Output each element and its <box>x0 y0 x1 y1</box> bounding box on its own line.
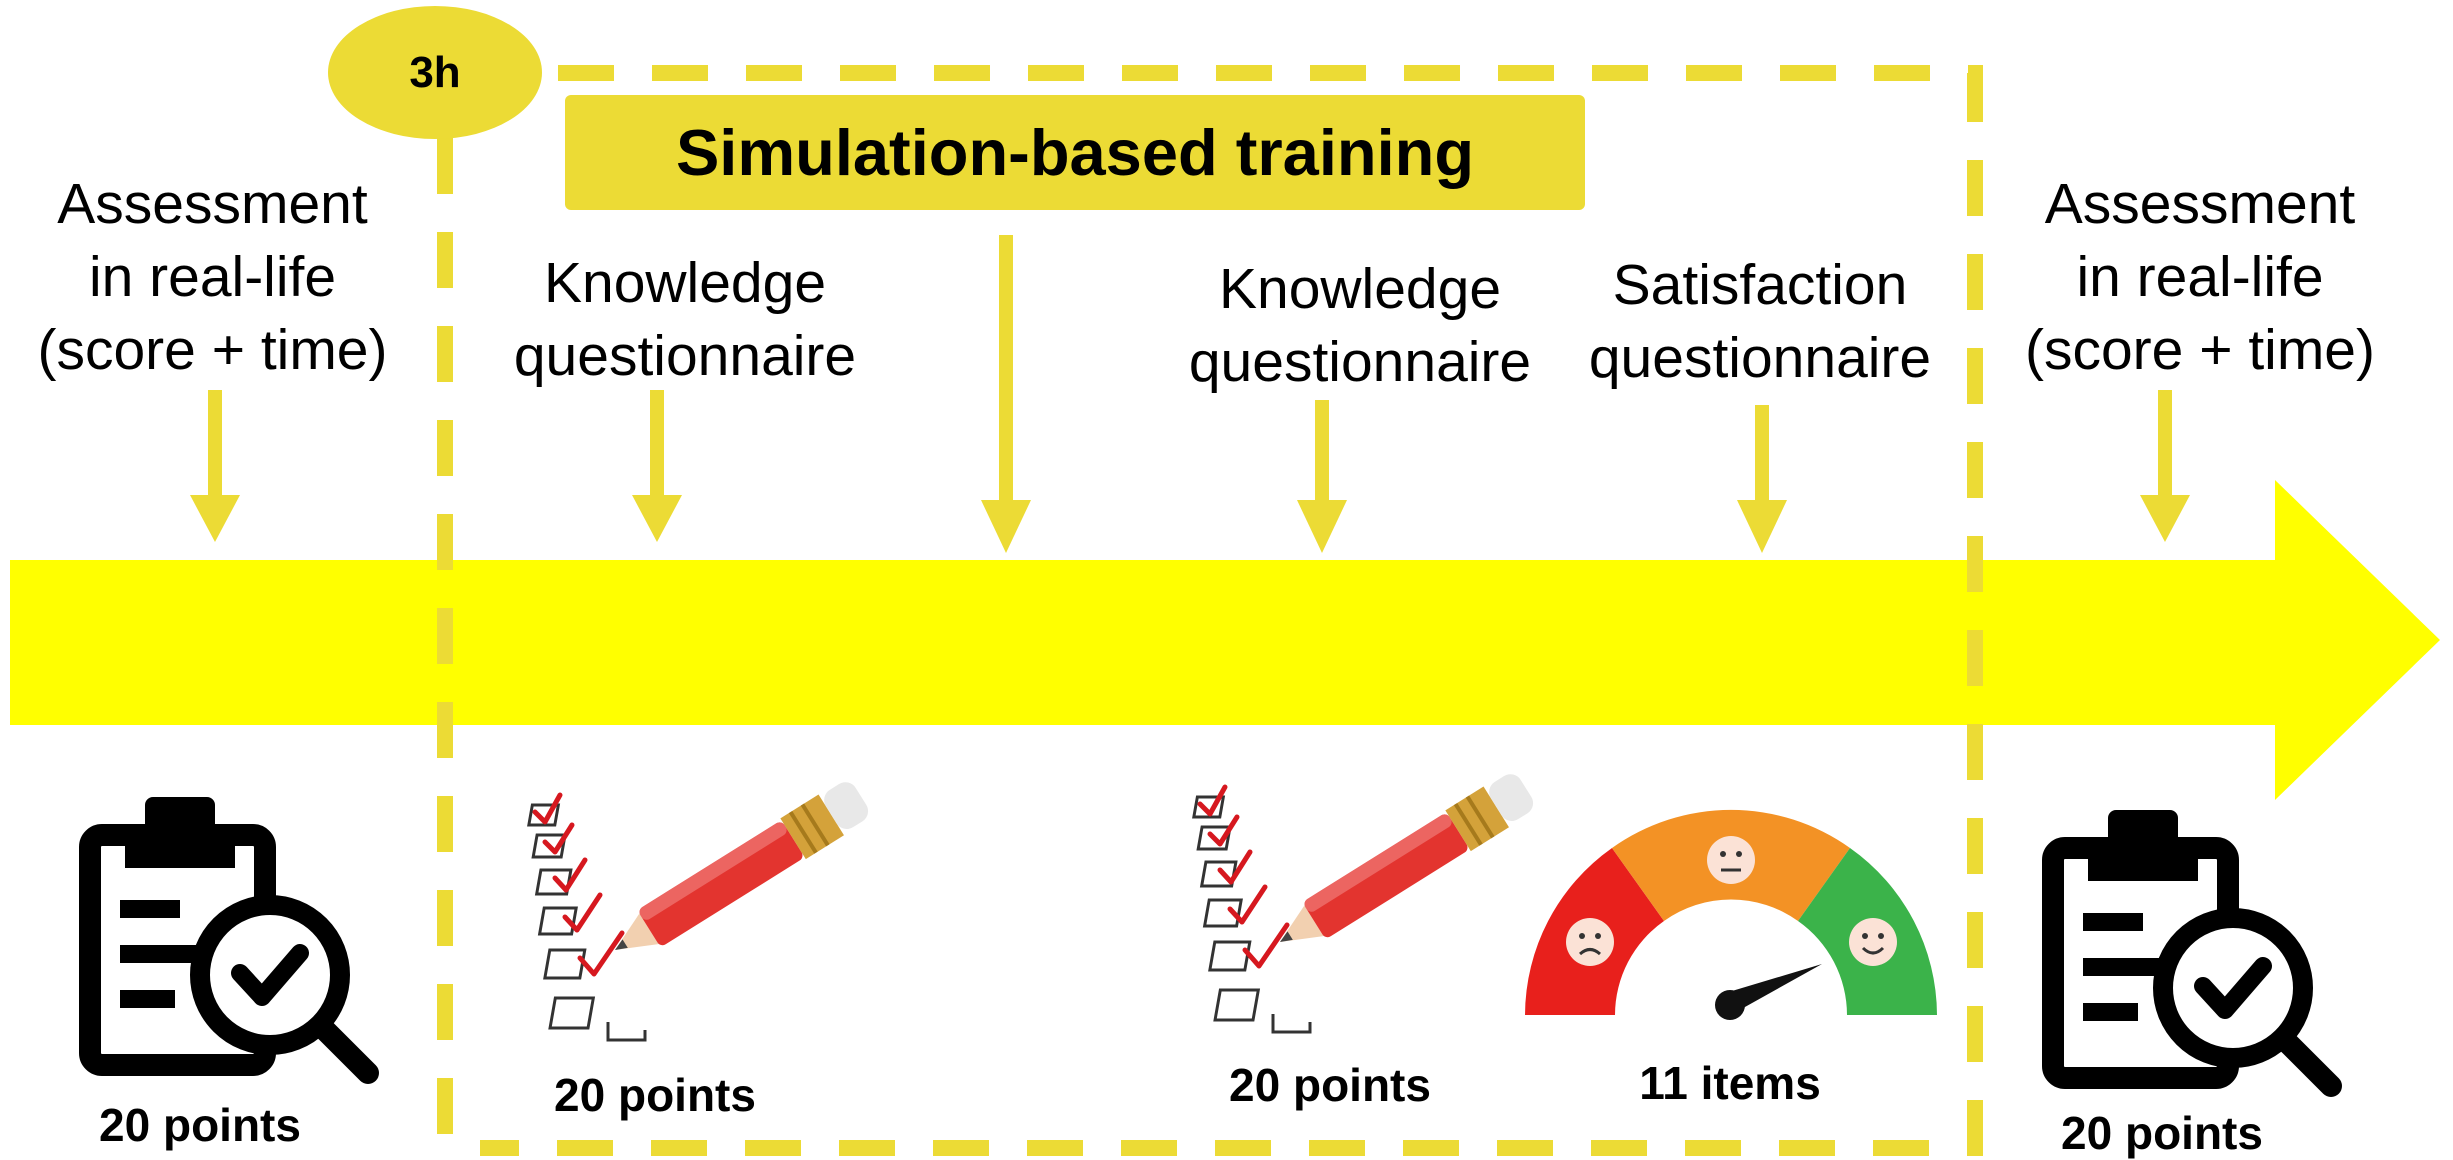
stage-label-assessment-post: Assessment in real-life (score + time) <box>2025 172 2375 382</box>
items-satisfaction: 11 items <box>1639 1057 1821 1109</box>
clipboard-check-icon <box>79 797 379 1084</box>
points-assessment-pre: 20 points <box>99 1099 301 1151</box>
stage-label-knowledge-post: Knowledge questionnaire <box>1188 257 1532 394</box>
training-title: Simulation-based training <box>565 95 1585 210</box>
neutral-face-icon <box>1707 836 1755 884</box>
points-assessment-post: 20 points <box>2061 1107 2263 1159</box>
points-knowledge-post: 20 points <box>1229 1059 1431 1111</box>
training-dashed-box <box>480 65 1983 1156</box>
checklist-pencil-icon <box>527 782 869 1042</box>
happy-face-icon <box>1849 918 1897 966</box>
satisfaction-gauge-icon <box>1525 809 1937 1020</box>
timeline-arrow <box>10 480 2440 800</box>
stage-label-knowledge-pre: Knowledge questionnaire <box>513 251 857 388</box>
checklist-pencil-icon <box>1192 774 1534 1034</box>
stage-label-assessment-pre: Assessment in real-life (score + time) <box>37 172 388 382</box>
stage-label-satisfaction: Satisfaction questionnaire <box>1588 253 1932 390</box>
stage-arrows <box>190 235 2190 553</box>
clipboard-check-icon <box>2042 810 2342 1097</box>
duration-badge: 3h <box>328 6 542 139</box>
sad-face-icon <box>1566 918 1614 966</box>
points-knowledge-pre: 20 points <box>554 1069 756 1121</box>
gauge-needle <box>1715 964 1822 1020</box>
